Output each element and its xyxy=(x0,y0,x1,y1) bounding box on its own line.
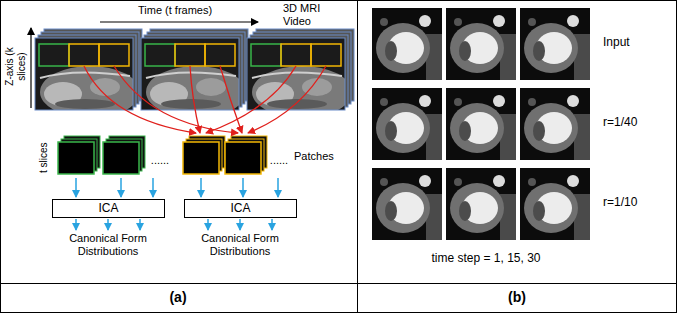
flow-arrow xyxy=(239,219,241,230)
flow-arrow xyxy=(75,178,77,197)
extraction-arrow xyxy=(114,66,238,133)
time-arrow xyxy=(100,21,258,22)
flow-arrow xyxy=(152,178,154,197)
mri-frame xyxy=(520,168,590,240)
mri-frame xyxy=(520,88,590,160)
patch-window xyxy=(145,44,175,66)
flow-arrows xyxy=(76,178,278,230)
flow-arrow xyxy=(107,219,109,230)
mri-slice xyxy=(247,38,352,118)
text-label: Patches xyxy=(294,150,346,163)
text-label: ...... xyxy=(143,154,177,167)
extraction-arrow xyxy=(206,66,296,133)
slice-border xyxy=(247,38,345,110)
text-label: Canonical Form Distributions xyxy=(185,232,295,257)
patch xyxy=(183,142,219,174)
mri-frame xyxy=(372,168,442,240)
process-box: ICA xyxy=(52,199,165,218)
extraction-arrow xyxy=(248,66,326,133)
axis-label: t slices xyxy=(38,133,50,183)
patch-window xyxy=(311,44,341,66)
text-label: time step = 1, 15, 30 xyxy=(396,252,576,266)
axis-label: Z-axis (k slices) xyxy=(4,35,27,97)
patch-window xyxy=(251,44,281,66)
flow-arrow xyxy=(139,219,141,230)
text-label: r=1/10 xyxy=(603,196,669,210)
text-label: Input xyxy=(603,36,669,50)
patch xyxy=(58,142,94,174)
panel-divider xyxy=(357,0,358,313)
flow-arrow xyxy=(200,178,202,197)
box-label: ICA xyxy=(98,202,118,216)
flow-arrow xyxy=(207,219,209,230)
mri-slice xyxy=(141,38,246,118)
text-label: 3D MRI Video xyxy=(283,2,335,27)
patch-stack xyxy=(103,136,145,174)
text-label: (b) xyxy=(495,289,539,305)
flow-arrow xyxy=(277,178,279,197)
mri-slice xyxy=(35,38,140,118)
mri-frame xyxy=(520,8,590,80)
patch-stack xyxy=(225,136,267,174)
patch-stack xyxy=(58,136,100,174)
patch-window xyxy=(205,44,235,66)
extraction-arrow xyxy=(220,66,242,133)
mri-frame xyxy=(446,88,516,160)
box-label: ICA xyxy=(230,202,250,216)
text-label: Time (t frames) xyxy=(138,4,238,17)
patch-stack xyxy=(183,136,225,174)
z-axis-arrow xyxy=(30,28,31,108)
mri-grid xyxy=(372,8,590,240)
patch-window xyxy=(99,44,129,66)
extraction-arrow xyxy=(84,66,196,133)
patch-window xyxy=(281,44,311,66)
text-label: ...... xyxy=(265,154,293,167)
flow-arrow xyxy=(242,178,244,197)
mri-frame xyxy=(372,88,442,160)
caption-divider xyxy=(0,283,677,284)
mri-frame xyxy=(446,8,516,80)
video-stack xyxy=(247,29,354,118)
patch-window xyxy=(69,44,99,66)
extraction-arrows xyxy=(84,66,326,133)
patch-window xyxy=(175,44,205,66)
process-box: ICA xyxy=(184,199,297,218)
patch-window xyxy=(39,44,69,66)
flow-arrow xyxy=(75,219,77,230)
text-label: r=1/40 xyxy=(603,116,669,130)
mri-frame xyxy=(446,168,516,240)
flow-arrow xyxy=(120,178,122,197)
text-label: (a) xyxy=(156,289,200,305)
mri-frame xyxy=(372,8,442,80)
extraction-arrow xyxy=(190,66,200,133)
slice-border xyxy=(35,38,133,110)
text-label: Canonical Form Distributions xyxy=(53,232,163,257)
patch xyxy=(225,142,261,174)
patch xyxy=(103,142,139,174)
flow-arrow xyxy=(271,219,273,230)
